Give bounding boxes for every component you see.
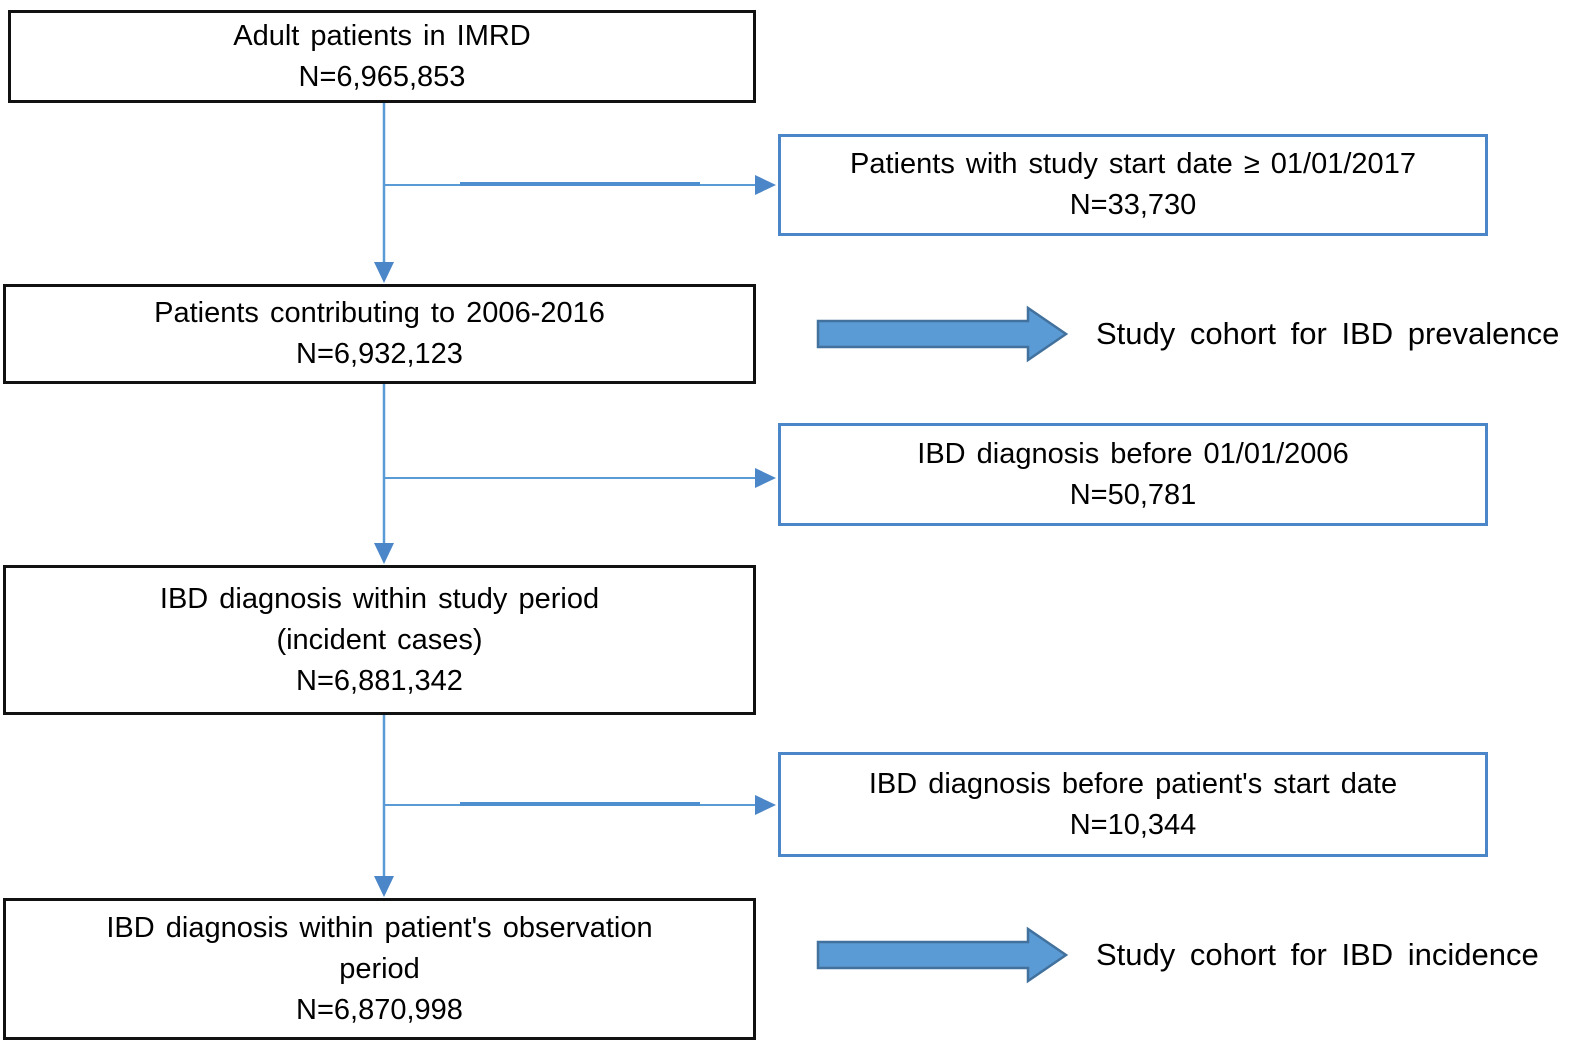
box-exclusion-study-start-date: Patients with study start date ≥ 01/01/2… (778, 134, 1488, 236)
label-study-cohort-prevalence: Study cohort for IBD prevalence (1096, 316, 1560, 351)
box-ibd-within-observation-period: IBD diagnosis within patient's observati… (3, 898, 756, 1040)
box-exclusion-ibd-before-start-date: IBD diagnosis before patient's start dat… (778, 752, 1488, 857)
box-line: (incident cases) (276, 623, 483, 656)
box-exclusion-ibd-before-2006: IBD diagnosis before 01/01/2006 N=50,781 (778, 423, 1488, 526)
box-adult-patients-imrd: Adult patients in IMRD N=6,965,853 (8, 10, 756, 103)
box-count: N=50,781 (1069, 478, 1197, 511)
box-line: Patients contributing to 2006-2016 (154, 297, 605, 329)
box-line: IBD diagnosis before patient's start dat… (868, 767, 1398, 800)
box-count: N=10,344 (1069, 808, 1197, 841)
box-count: N=6,932,123 (296, 338, 463, 370)
box-line: Adult patients in IMRD (233, 19, 531, 52)
box-line: Patients with study start date ≥ 01/01/2… (850, 148, 1416, 180)
box-line: IBD diagnosis within patient's observati… (106, 911, 653, 944)
arrowhead-down-box3 (374, 543, 394, 564)
box-count: N=6,965,853 (298, 60, 466, 93)
box-patients-contributing: Patients contributing to 2006-2016 N=6,9… (3, 284, 756, 384)
block-arrow-prevalence (816, 305, 1069, 363)
box-line: period (339, 952, 420, 985)
arrowhead-right-exclusion-1 (755, 175, 776, 195)
arrowhead-right-exclusion-2 (755, 468, 776, 488)
block-arrow-incidence (816, 926, 1069, 984)
arrowhead-down-box2 (374, 262, 394, 283)
label-study-cohort-incidence: Study cohort for IBD incidence (1096, 937, 1539, 972)
box-count: N=6,881,342 (296, 664, 463, 697)
arrowhead-down-box4 (374, 876, 394, 897)
box-count: N=33,730 (1069, 189, 1197, 221)
box-ibd-within-study-period: IBD diagnosis within study period (incid… (3, 565, 756, 715)
arrowhead-right-exclusion-3 (755, 795, 776, 815)
box-line: IBD diagnosis within study period (159, 582, 600, 615)
box-line: IBD diagnosis before 01/01/2006 (917, 437, 1349, 470)
box-count: N=6,870,998 (296, 993, 463, 1026)
